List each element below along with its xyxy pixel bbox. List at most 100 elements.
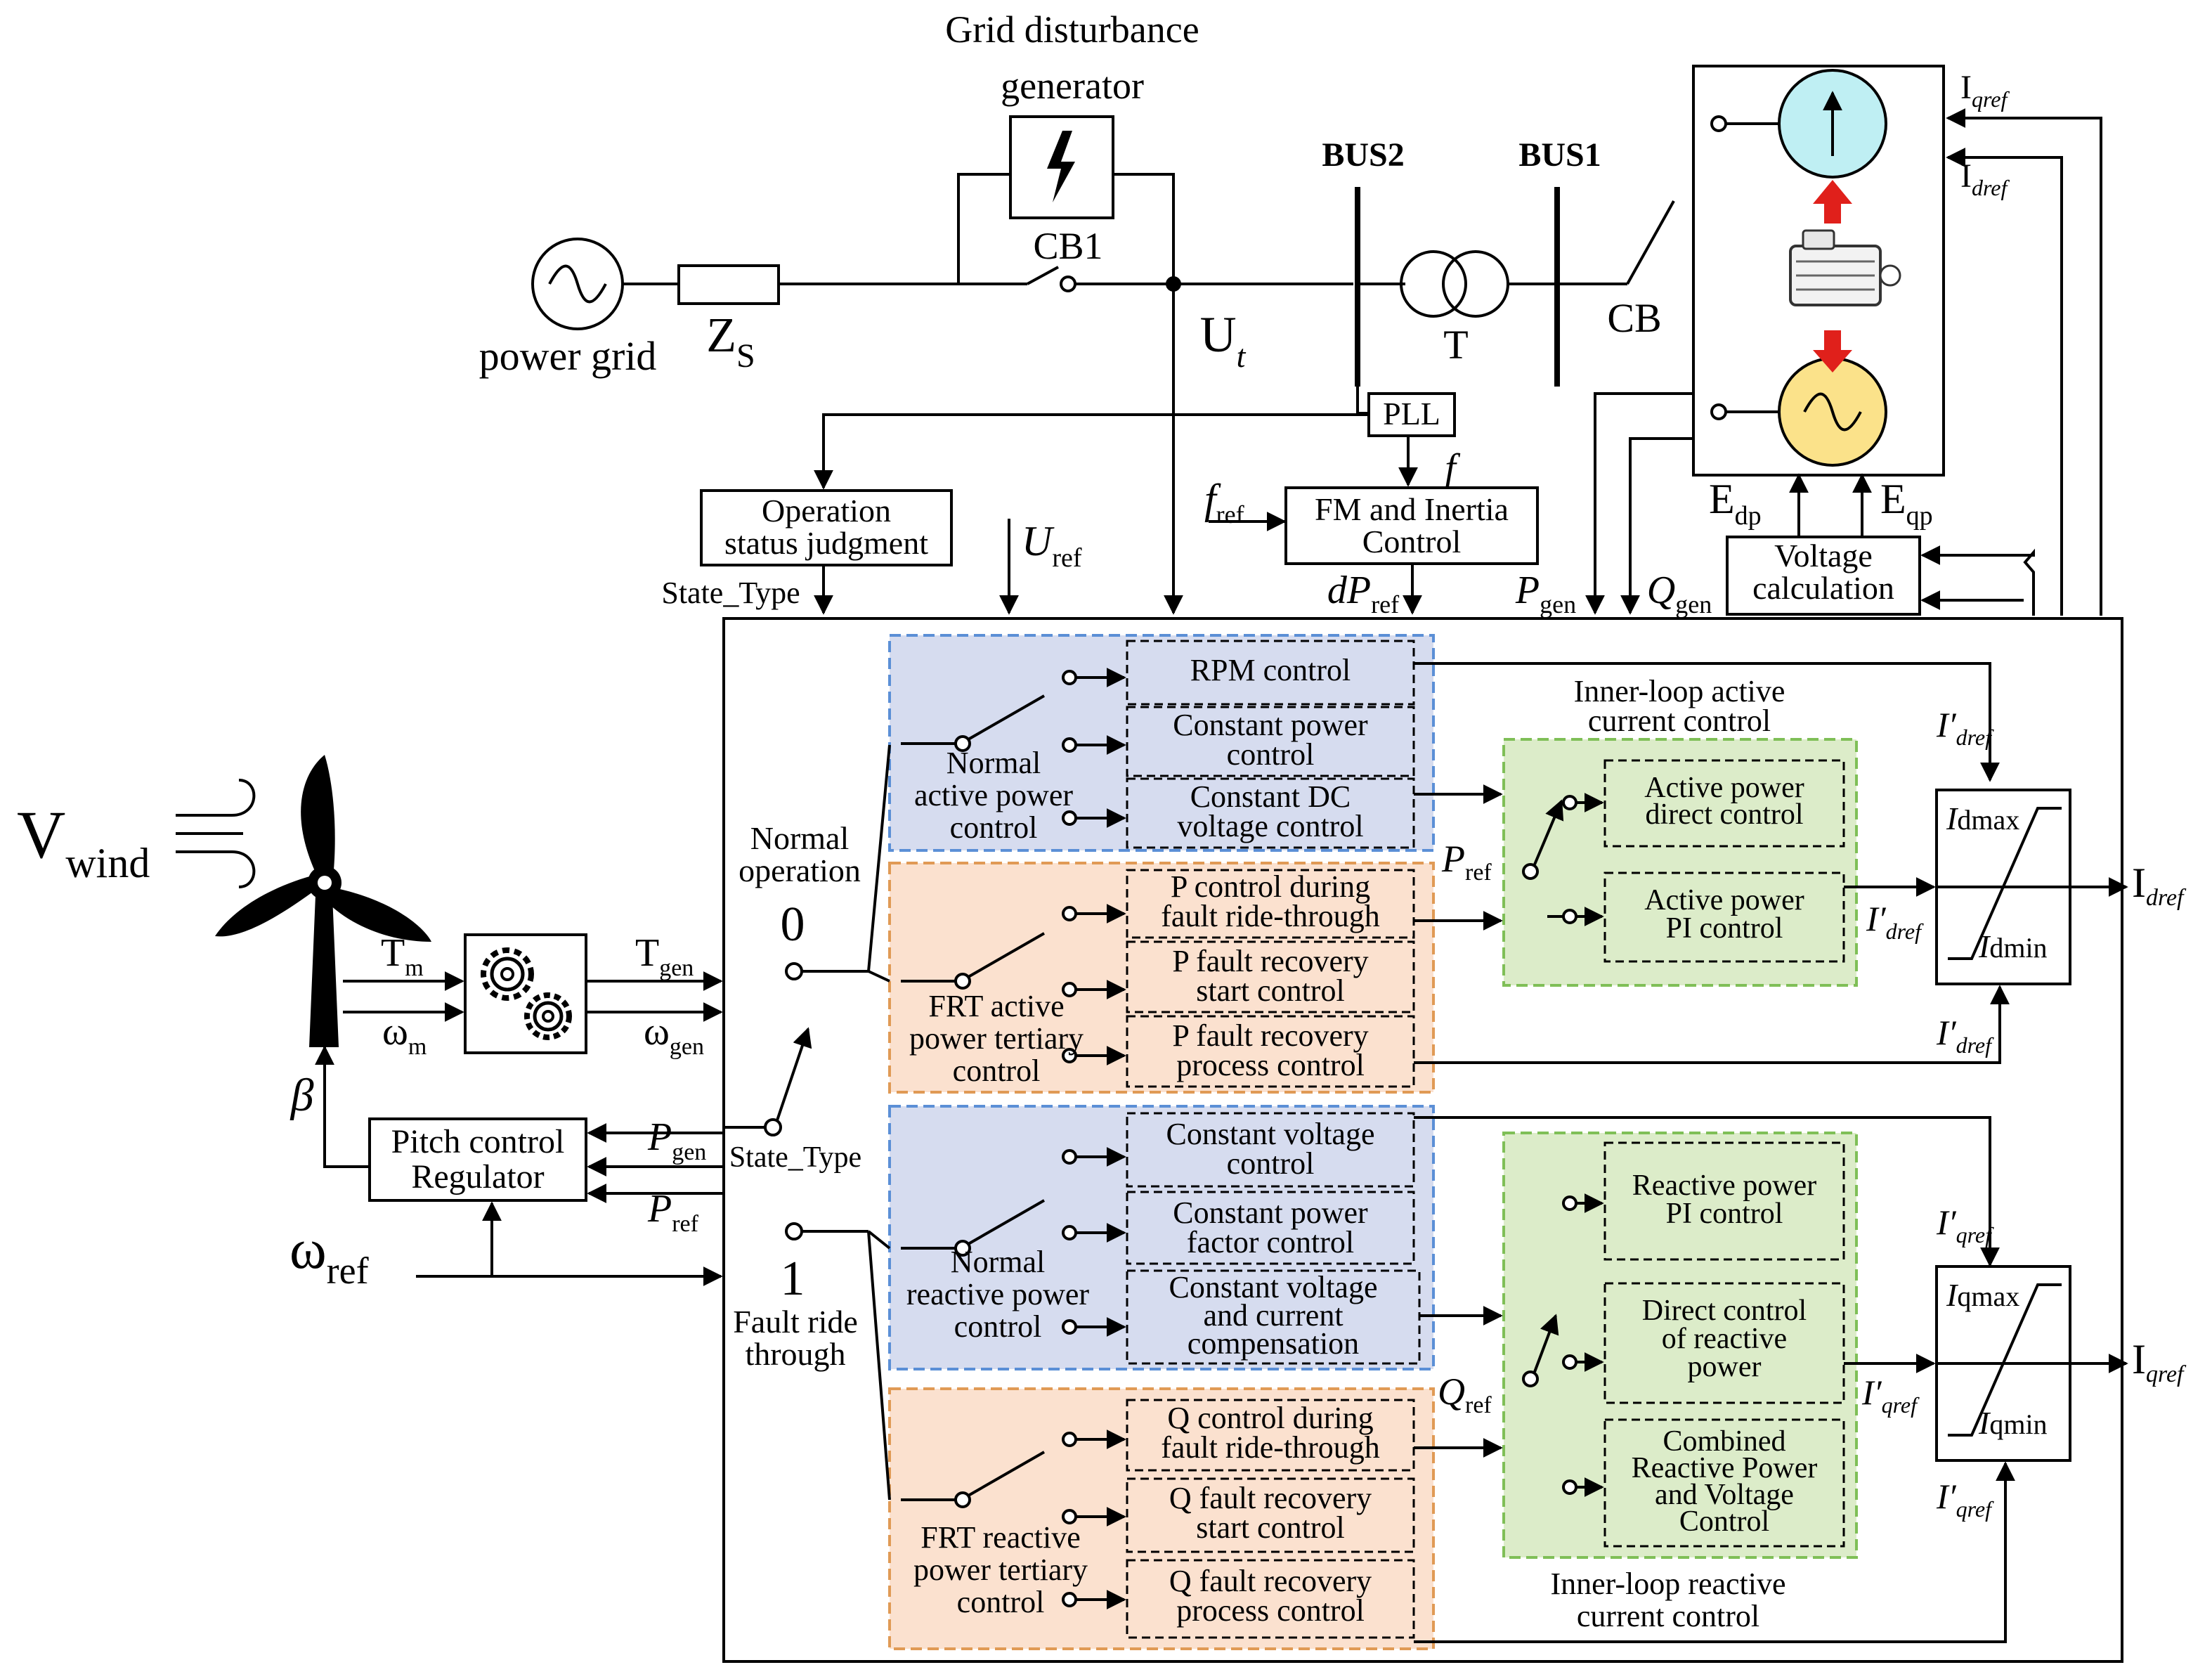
af-group-line2: power tertiary xyxy=(909,1021,1084,1056)
af-group-line3: control xyxy=(953,1054,1041,1088)
region-inner-active xyxy=(1502,738,1858,987)
zs-label: ZS xyxy=(706,309,755,375)
beta-label: β xyxy=(289,1070,314,1121)
uref-label: Uref xyxy=(1022,518,1082,573)
an-group-line1: Normal xyxy=(946,746,1041,780)
fault-line1: Fault ride xyxy=(733,1304,858,1340)
pitch-control-block xyxy=(368,1117,587,1202)
labels: Grid disturbance generator CB1 power gri… xyxy=(17,8,2187,1633)
pll-label: PLL xyxy=(1383,396,1440,432)
an-group-line3: control xyxy=(950,810,1038,845)
cb-label: CB xyxy=(1607,295,1661,341)
r1-line1: Reactive power xyxy=(1632,1169,1816,1202)
idref-top-label: Idref xyxy=(1960,157,2010,200)
region-active-normal xyxy=(888,634,1435,852)
fm-line2: Control xyxy=(1362,524,1462,559)
p2-line2: start control xyxy=(1196,973,1344,1008)
fref-label: fref xyxy=(1204,476,1244,529)
bus1-label: BUS1 xyxy=(1518,136,1601,174)
p3-line2: process control xyxy=(1176,1048,1365,1082)
transformer-label: T xyxy=(1443,322,1468,368)
rf-group-line2: power tertiary xyxy=(913,1553,1088,1587)
pitch-line1: Pitch control xyxy=(391,1123,565,1160)
ir-title-line1: Inner-loop reactive xyxy=(1550,1567,1785,1601)
idmin-label: Idmin xyxy=(1978,928,2048,964)
pgen-top-label: Pgen xyxy=(1515,569,1576,618)
switches xyxy=(901,668,1126,1609)
pref-left-label: Pref xyxy=(647,1187,699,1237)
wind-turbine-icon xyxy=(215,755,431,1047)
gearbox-block xyxy=(464,933,587,1054)
q1-line1: Q control during xyxy=(1167,1401,1373,1435)
limiter-d xyxy=(1935,789,2128,985)
disturbance-title-1: Grid disturbance xyxy=(945,8,1199,51)
normal-op-line2: operation xyxy=(739,853,861,888)
eqp-label: Eqp xyxy=(1880,476,1933,531)
r3-line3: and Voltage xyxy=(1655,1479,1794,1511)
state-type-top: State_Type xyxy=(661,576,800,610)
power-grid-label: power grid xyxy=(479,333,657,379)
d1-line1: Active power xyxy=(1644,772,1804,804)
normal-op-line1: Normal xyxy=(750,820,850,856)
qgen-top-label: Qgen xyxy=(1647,569,1712,618)
r3-line4: Control xyxy=(1679,1505,1769,1538)
pf-line1: Constant power xyxy=(1173,1195,1368,1230)
iqmin-label: Iqmin xyxy=(1978,1405,2048,1441)
tgen-label: Tgen xyxy=(635,931,694,981)
mode-one: 1 xyxy=(781,1252,805,1306)
af-group-line1: FRT active xyxy=(928,989,1064,1023)
r2-line2: of reactive xyxy=(1662,1323,1787,1355)
motor-icon xyxy=(1789,229,1901,306)
cv-line1: Constant voltage xyxy=(1166,1117,1375,1151)
converter-block xyxy=(1692,65,2102,616)
wm-label: ωm xyxy=(382,1010,427,1060)
pitch-line2: Regulator xyxy=(411,1158,544,1195)
gear-icon xyxy=(481,947,572,1040)
dc-line2: voltage control xyxy=(1177,809,1363,843)
iqp-top-label: I′qref xyxy=(1936,1203,1994,1247)
zs-impedance xyxy=(677,264,780,305)
idref-output-label: Idref xyxy=(2132,860,2187,911)
vc-line2: calculation xyxy=(1752,570,1894,606)
q3-line1: Q fault recovery xyxy=(1169,1564,1372,1598)
red-arrow-up xyxy=(1813,180,1852,223)
wref-label: ωref xyxy=(289,1219,369,1292)
fault-line2: through xyxy=(745,1336,845,1372)
wgen-label: ωgen xyxy=(644,1010,704,1060)
idmax-label: Idmax xyxy=(1946,801,2019,836)
an-group-line2: active power xyxy=(914,778,1073,812)
rf-group-line1: FRT reactive xyxy=(920,1520,1080,1555)
cv-line2: control xyxy=(1227,1146,1315,1181)
rf-group-line3: control xyxy=(957,1585,1045,1619)
rn-group-line1: Normal xyxy=(951,1245,1045,1279)
cp-line2: control xyxy=(1227,737,1315,772)
edp-label: Edp xyxy=(1709,476,1762,531)
dc-line1: Constant DC xyxy=(1190,779,1351,814)
iqref-top-label: Iqref xyxy=(1960,69,2010,112)
vwind-label: Vwind xyxy=(17,797,150,886)
iqp-mid-label: I′qref xyxy=(1861,1373,1920,1418)
r3-line2: Reactive Power xyxy=(1632,1452,1818,1484)
disturbance-title-2: generator xyxy=(1001,65,1144,107)
limiter-q xyxy=(1935,1265,2128,1462)
rn-group-line2: reactive power xyxy=(906,1277,1090,1311)
qref-inner-label: Qref xyxy=(1438,1370,1492,1418)
voltage-calculation-block xyxy=(1726,536,1921,616)
cvc-line1: Constant voltage xyxy=(1169,1270,1378,1304)
q2-line2: start control xyxy=(1196,1510,1344,1545)
iqref-output-label: Iqref xyxy=(2132,1336,2187,1387)
p2-line1: P fault recovery xyxy=(1172,944,1368,978)
pll-block xyxy=(1367,392,1456,437)
ir-title-line2: current control xyxy=(1577,1599,1759,1633)
tm-label: Tm xyxy=(381,931,424,981)
main-control-box xyxy=(722,617,2123,1663)
fm-line1: FM and Inertia xyxy=(1315,491,1509,527)
transformer-icon xyxy=(1400,250,1467,318)
q2-line1: Q fault recovery xyxy=(1169,1481,1372,1515)
rpm-label: RPM control xyxy=(1190,653,1351,687)
cvc-line2: and current xyxy=(1203,1298,1343,1333)
p1-line2: fault ride-through xyxy=(1161,899,1380,933)
operation-status-block xyxy=(700,489,953,566)
cb1-label: CB1 xyxy=(1033,225,1102,267)
r2-line1: Direct control xyxy=(1642,1295,1807,1327)
